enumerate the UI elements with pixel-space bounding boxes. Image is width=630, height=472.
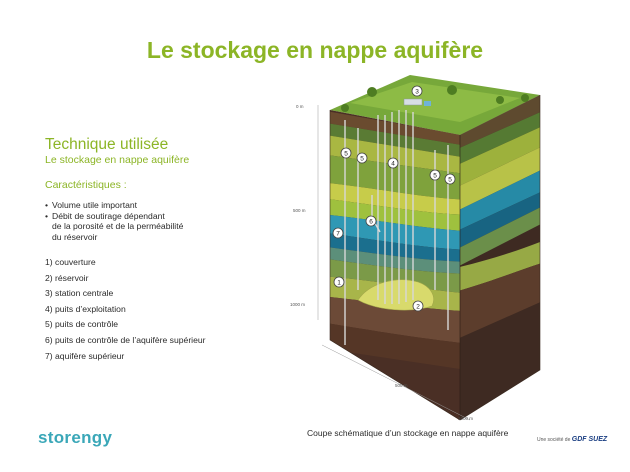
bullet-item: Débit de soutirage dépendant de la poros… <box>45 211 183 243</box>
caracteristiques-heading: Caractéristiques : <box>45 179 127 191</box>
marker-4: 4 <box>387 157 399 169</box>
tree <box>496 96 504 104</box>
brand-prefix: Une société de <box>537 437 571 443</box>
svg-text:6: 6 <box>369 219 373 226</box>
brand-name: GDF SUEZ <box>571 436 608 443</box>
legend-item: 2) réservoir <box>45 272 89 283</box>
field-patch <box>350 82 520 122</box>
marker-7: 7 <box>332 227 344 239</box>
legend-item: 1) couverture <box>45 257 96 267</box>
central-station <box>403 98 423 106</box>
svg-text:1: 1 <box>337 280 341 287</box>
depth-label-1000: 1000 m <box>290 302 305 307</box>
svg-text:2: 2 <box>416 304 420 311</box>
marker-5: 5 <box>340 147 352 159</box>
svg-text:5: 5 <box>433 173 437 180</box>
depth-axis: 0 m 500 m 1000 m <box>290 104 319 320</box>
tree <box>341 104 349 112</box>
legend-item: 7) aquifère supérieur <box>45 350 125 361</box>
front-strata <box>330 110 460 420</box>
legend-item: 6) puits de contrôle de l’aquifère supér… <box>45 334 206 345</box>
station-tank <box>424 101 431 106</box>
depth-label-0: 0 m <box>296 104 304 109</box>
legend-item: 3) station centrale <box>45 288 114 299</box>
marker-3: 3 <box>411 85 423 97</box>
svg-text:7: 7 <box>336 231 340 238</box>
legend-list: 1) couverture 2) réservoir 3) station ce… <box>45 257 206 366</box>
marker-5: 5 <box>356 152 368 164</box>
distance-label-500: 500 m <box>395 383 408 388</box>
marker-6: 6 <box>365 215 377 227</box>
caracteristiques-list: Volume utile important Débit de soutirag… <box>45 200 183 242</box>
technique-heading: Technique utilisée <box>45 136 169 153</box>
gdf-suez-brand: Une société de GDF SUEZ <box>537 436 607 443</box>
depth-label-500: 500 m <box>293 208 306 213</box>
marker-2: 2 <box>412 300 424 312</box>
diagram-caption: Coupe schématique d’un stockage en nappe… <box>307 428 509 438</box>
horizontal-axis: 500 m 1000 m <box>321 344 473 421</box>
legend-item: 5) puits de contrôle <box>45 319 119 330</box>
storengy-logo: storengy <box>38 428 113 447</box>
svg-text:4: 4 <box>391 161 395 168</box>
bullet-line: de la porosité et de la perméabilité <box>52 221 184 232</box>
legend-item: 4) puits d’exploitation <box>45 303 126 314</box>
page-title: Le stockage en nappe aquifère <box>146 37 484 63</box>
svg-text:5: 5 <box>360 156 364 163</box>
distance-label-1000: 1000 m <box>458 416 473 421</box>
svg-text:5: 5 <box>448 177 452 184</box>
tree <box>447 85 457 95</box>
tree <box>367 87 377 97</box>
bullet-line: Débit de soutirage dépendant <box>52 210 165 221</box>
technique-subtitle: Le stockage en nappe aquifère <box>45 154 190 166</box>
marker-1: 1 <box>333 276 345 288</box>
bullet-line: Volume utile important <box>52 200 138 210</box>
tree <box>521 94 529 102</box>
side-strata <box>460 95 540 420</box>
marker-5: 5 <box>444 173 456 185</box>
bullet-line: du réservoir <box>52 231 98 242</box>
svg-text:5: 5 <box>344 151 348 158</box>
marker-5: 5 <box>429 169 441 181</box>
bullet-item: Volume utile important <box>45 200 183 211</box>
svg-text:3: 3 <box>415 89 419 96</box>
